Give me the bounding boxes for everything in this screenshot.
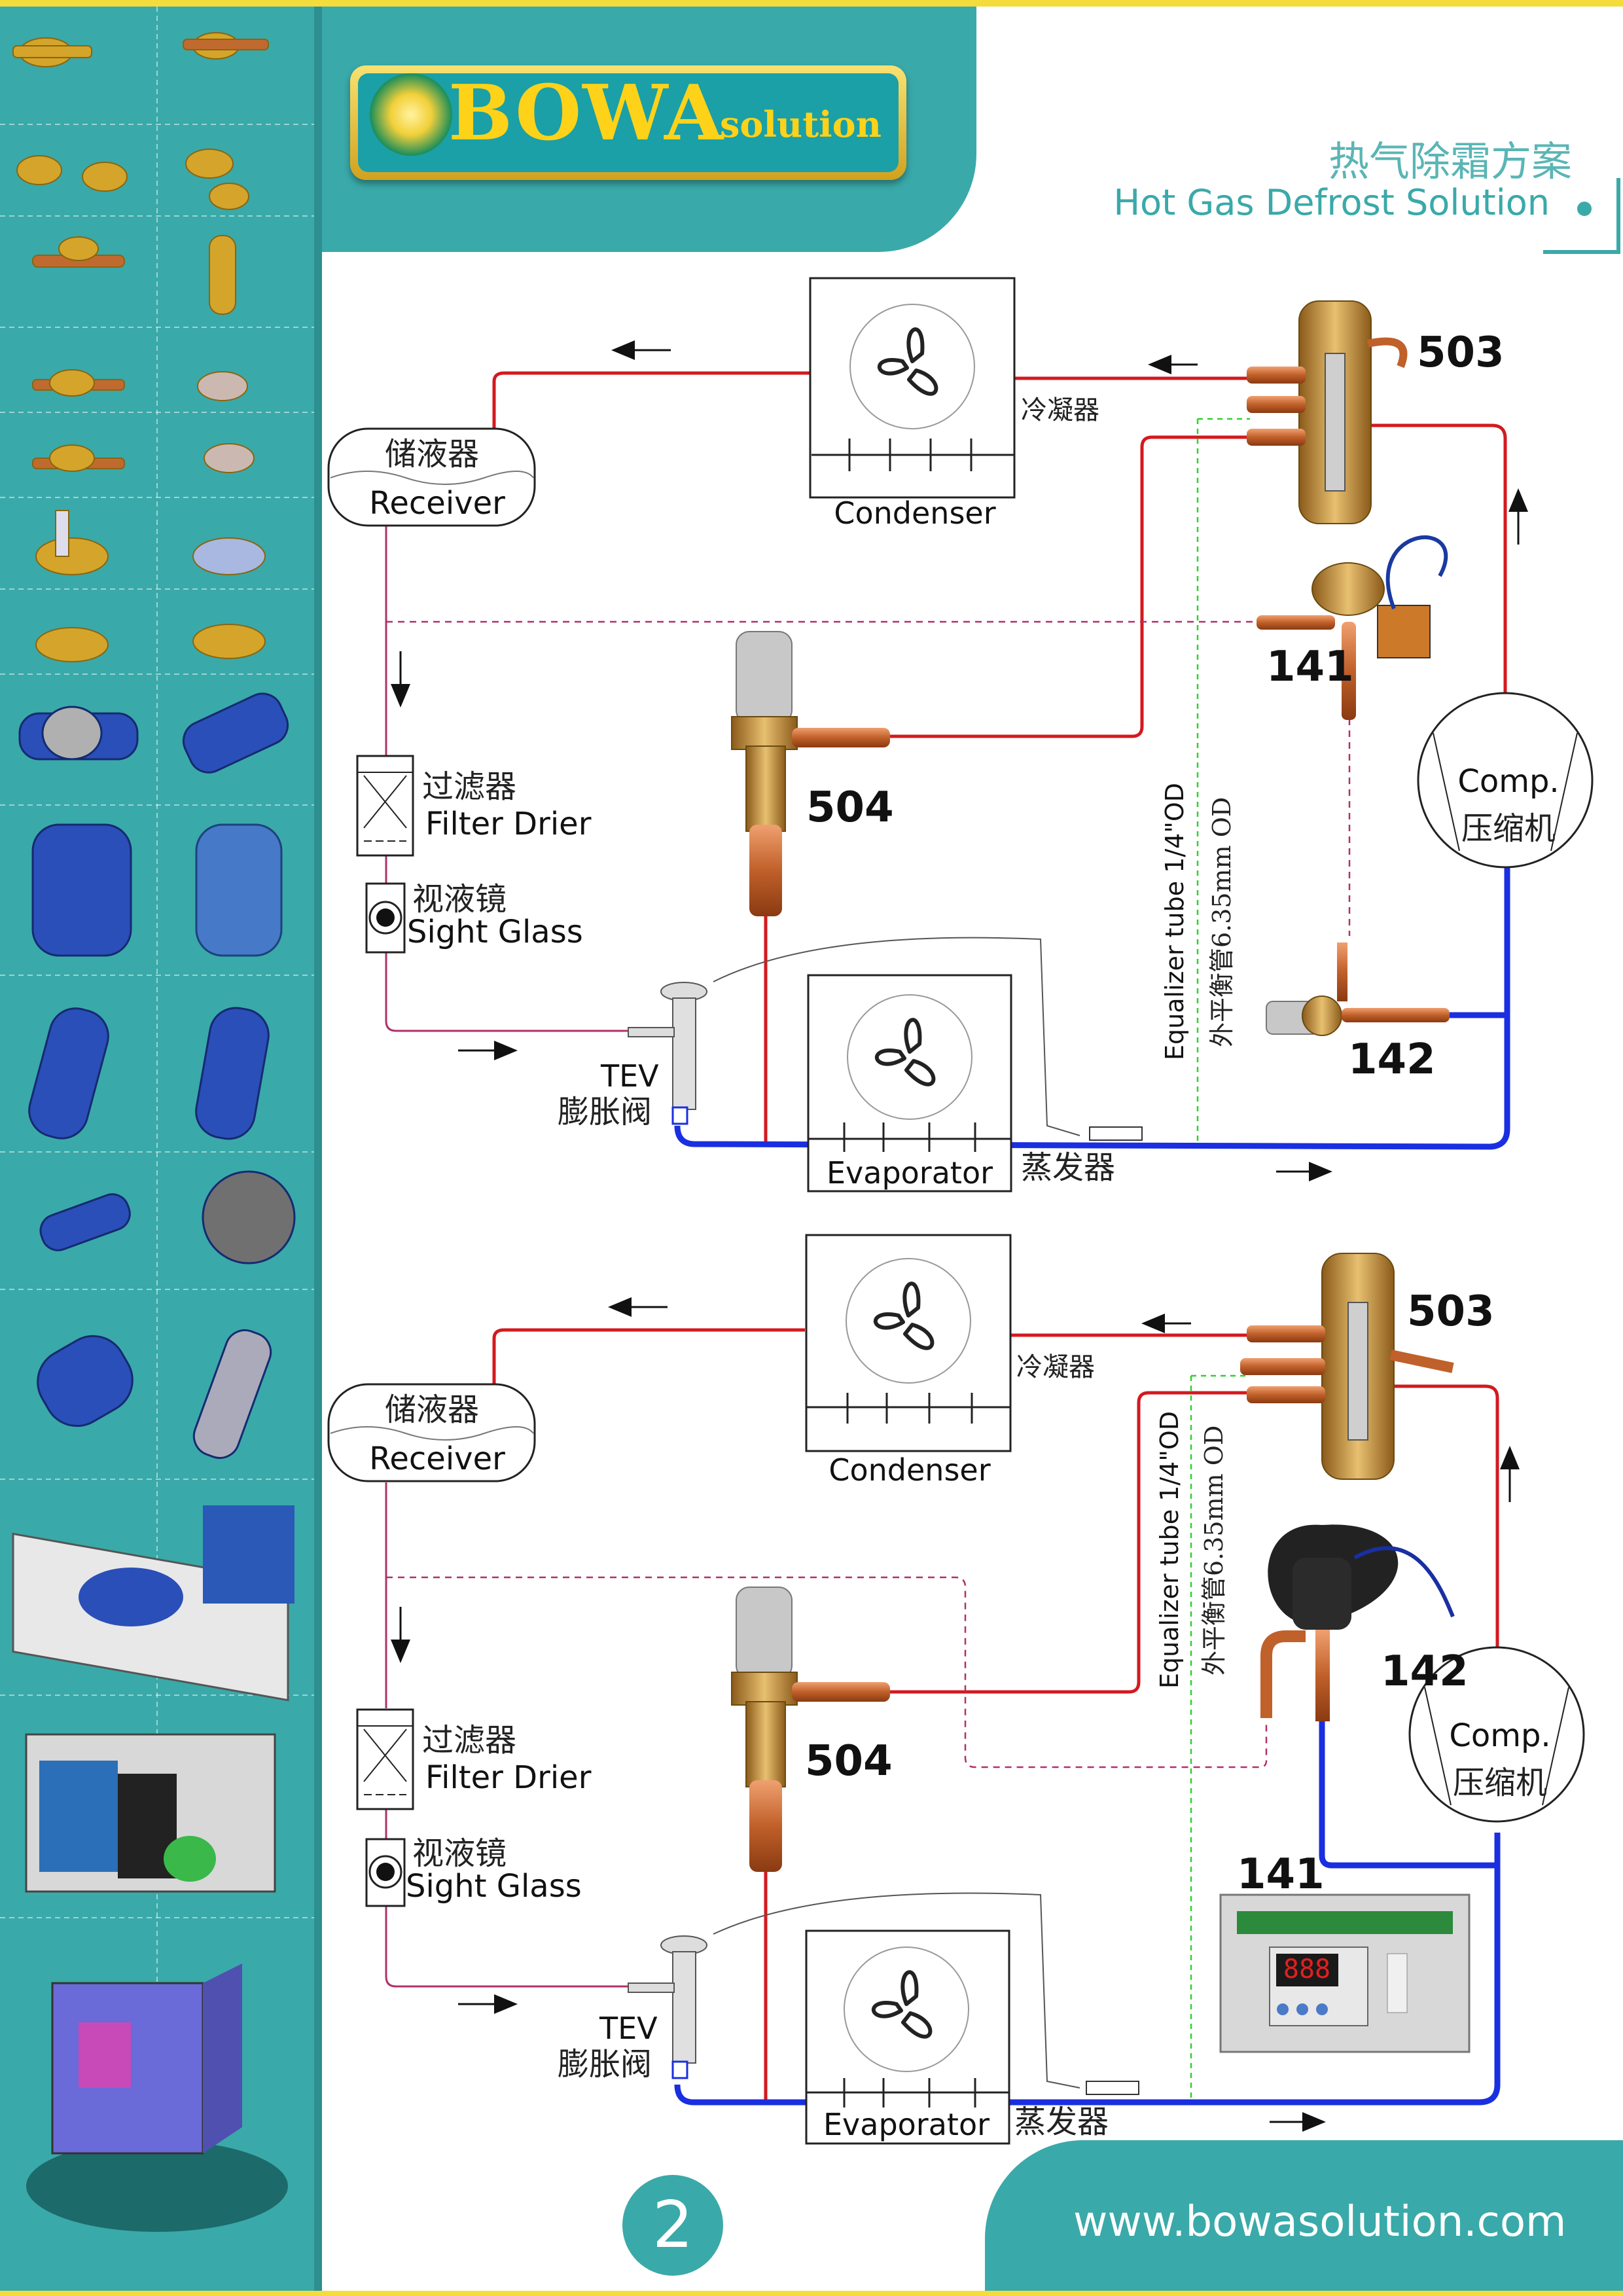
product-sidebar: [0, 7, 314, 2291]
valve-503-2: 503: [1240, 1253, 1495, 1480]
page-number: 2: [622, 2175, 723, 2276]
tev-2: TEV 膨胀阀: [558, 1935, 707, 2083]
equalizer-2-label-en: Equalizer tube 1/4"OD: [1155, 1411, 1184, 1689]
product-thumbnails: [0, 7, 314, 2232]
filter-2-label-cn: 过滤器: [422, 1722, 516, 1759]
filter-drier-2: 过滤器 Filter Drier: [356, 1708, 592, 1810]
receiver: 储液器 Receiver: [327, 427, 536, 527]
website-url[interactable]: www.bowasolution.com: [1073, 2198, 1567, 2246]
sight-2-label-cn: 视液镜: [412, 1835, 507, 1872]
page-title-en: Hot Gas Defrost Solution: [1113, 182, 1550, 223]
filter-label-cn: 过滤器: [422, 768, 516, 805]
sight-label-en: Sight Glass: [407, 914, 583, 950]
compressor-label-en: Comp.: [1457, 763, 1559, 800]
controller-141: 888 141: [1219, 1850, 1471, 2053]
evaporator-label-en: Evaporator: [827, 1155, 993, 1191]
tev-label-en: TEV: [600, 1058, 659, 1094]
valve-504-2-label: 504: [805, 1737, 893, 1785]
title-corner-line: [1543, 250, 1620, 254]
valve-142: 142: [1266, 942, 1450, 1084]
filter-2-label-en: Filter Drier: [425, 1759, 592, 1796]
evaporator-label-cn: 蒸发器: [1021, 1149, 1115, 1186]
diagram-2: 储液器 Receiver Condenser 冷凝器 过滤器 Filter Dr…: [327, 1234, 1585, 2145]
sight-2-label-en: Sight Glass: [406, 1868, 582, 1905]
tev-2-label-en: TEV: [599, 2011, 658, 2046]
receiver-2: 储液器 Receiver: [327, 1383, 536, 1482]
sight-label-cn: 视液镜: [412, 881, 507, 918]
logo-emblem-icon: [370, 73, 452, 156]
sight-glass-2: 视液镜 Sight Glass: [365, 1835, 582, 1907]
evaporator-2-label-cn: 蒸发器: [1014, 2104, 1109, 2140]
valve-504-2: 504: [731, 1587, 893, 1872]
bottom-accent-bar: [0, 2291, 1623, 2296]
equalizer-tube: [1196, 418, 1250, 1145]
condenser-label-cn: 冷凝器: [1021, 395, 1099, 425]
compressor-2-label-en: Comp.: [1449, 1717, 1550, 1754]
condenser-2-label-cn: 冷凝器: [1016, 1352, 1095, 1382]
valve-142-label: 142: [1348, 1035, 1436, 1084]
svg-text:888: 888: [1283, 1954, 1330, 1984]
receiver-label-en: Receiver: [369, 485, 505, 522]
footer-panel: [985, 2140, 1623, 2291]
equalizer-2-label-cn: 外平衡管6.35mm OD: [1200, 1426, 1228, 1676]
receiver-label-cn: 储液器: [385, 436, 479, 473]
controller-141-label: 141: [1237, 1850, 1325, 1899]
logo-brand-sub: solution: [720, 103, 882, 145]
tev-label-cn: 膨胀阀: [558, 1094, 652, 1130]
equalizer-label-cn: 外平衡管6.35mm OD: [1207, 797, 1236, 1047]
filter-label-en: Filter Drier: [425, 806, 592, 842]
top-accent-bar: [0, 0, 1623, 7]
valve-142-2-label: 142: [1381, 1647, 1469, 1696]
equalizer-label-en: Equalizer tube 1/4"OD: [1160, 783, 1189, 1060]
title-dot-icon: [1577, 202, 1592, 216]
title-corner-line-vertical: [1616, 178, 1620, 254]
compressor-2-label-cn: 压缩机: [1453, 1765, 1547, 1801]
valve-504-label: 504: [806, 783, 894, 832]
sight-glass: 视液镜 Sight Glass: [365, 881, 583, 954]
logo-brand-name: BOWA: [448, 69, 725, 158]
evaporator: Evaporator 蒸发器: [807, 974, 1115, 1193]
valve-503-label: 503: [1417, 329, 1505, 377]
valve-141-solenoid: 141: [1257, 535, 1448, 720]
evaporator-2: Evaporator 蒸发器: [805, 1929, 1109, 2145]
pipe-condenser-receiver: [492, 371, 812, 429]
filter-drier: 过滤器 Filter Drier: [356, 755, 592, 857]
evaporator-2-label-en: Evaporator: [823, 2107, 990, 2142]
valve-503: 503: [1247, 300, 1505, 524]
page-title-cn: 热气除霜方案: [1328, 137, 1572, 185]
condenser-2-label-en: Condenser: [829, 1452, 990, 1488]
compressor-label-cn: 压缩机: [1461, 810, 1556, 847]
valve-142-2: 142: [1260, 1524, 1469, 1721]
valve-504: 504: [731, 631, 894, 916]
tev: TEV 膨胀阀: [558, 982, 707, 1130]
receiver-2-label-cn: 储液器: [385, 1391, 479, 1428]
condenser: Condenser 冷凝器: [809, 277, 1099, 531]
receiver-2-label-en: Receiver: [369, 1441, 505, 1477]
sidebar-edge: [314, 7, 322, 2291]
valve-141-label: 141: [1266, 643, 1354, 691]
brand-logo: BOWA solution: [350, 65, 906, 180]
pipe-503-504: [890, 435, 1250, 738]
diagram-1: 储液器 Receiver Condenser 冷凝器 过滤器 Filter Dr…: [327, 277, 1594, 1193]
compressor: Comp. 压缩机: [1417, 692, 1594, 869]
condenser-2: Condenser 冷凝器: [805, 1234, 1095, 1488]
pipe-sight-tev: [385, 952, 661, 1032]
tev-2-label-cn: 膨胀阀: [558, 2046, 652, 2083]
condenser-label-en: Condenser: [834, 495, 995, 531]
valve-503-2-label: 503: [1407, 1287, 1495, 1336]
compressor-2: Comp. 压缩机: [1408, 1646, 1585, 1823]
pipe-suction: [674, 865, 1510, 1150]
pipe-comp-503: [1361, 423, 1507, 694]
